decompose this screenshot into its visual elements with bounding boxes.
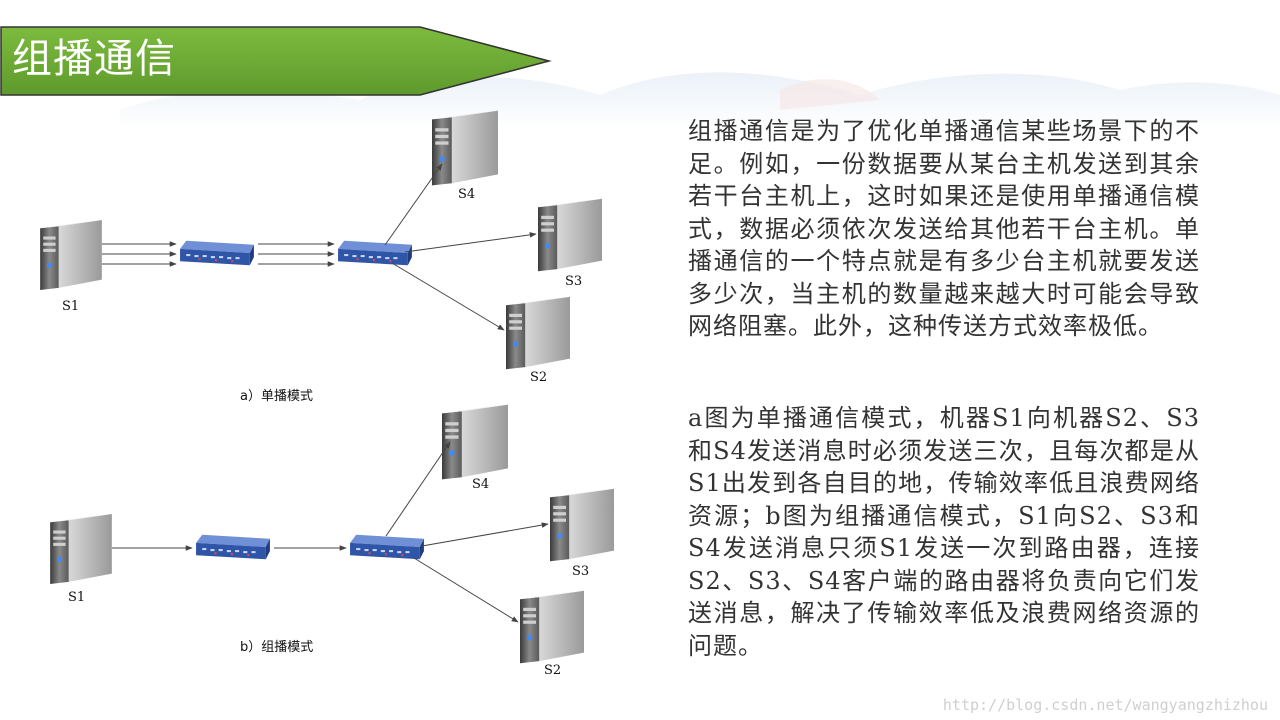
caption-b: b）组播模式 bbox=[240, 640, 313, 655]
router-2-icon bbox=[338, 240, 412, 266]
label-s3: S3 bbox=[572, 564, 589, 579]
server-s4-icon bbox=[432, 110, 498, 186]
multicast-diagram: S1 S4 S3 S2 b）组播模式 bbox=[50, 404, 614, 678]
page-title: 组播通信 bbox=[12, 36, 176, 82]
router-1-icon bbox=[196, 534, 270, 560]
multicast-arrow bbox=[385, 441, 451, 537]
label-s1: S1 bbox=[68, 590, 85, 605]
server-s1-icon bbox=[40, 220, 102, 290]
label-s4: S4 bbox=[472, 477, 489, 492]
server-s3-icon bbox=[538, 198, 602, 272]
network-diagram: S1 S4 S3 S2 a）单播模式 S1 S4 S3 S2 b）组播模式 bbox=[40, 110, 614, 678]
router-2-icon bbox=[350, 534, 424, 560]
unicast-arrow bbox=[391, 262, 505, 331]
watermark-url: http://blog.csdn.net/wangyangzhizhou bbox=[942, 696, 1268, 714]
unicast-diagram: S1 S4 S3 S2 a）单播模式 bbox=[40, 110, 602, 404]
server-s2-icon bbox=[520, 590, 584, 664]
explanation-paragraph: a图为单播通信模式，机器S1向机器S2、S3和S4发送消息时必须发送三次，且每次… bbox=[688, 404, 1200, 660]
caption-a: a）单播模式 bbox=[240, 389, 313, 404]
server-s3-icon bbox=[550, 488, 614, 562]
label-s2: S2 bbox=[530, 370, 547, 385]
label-s1: S1 bbox=[62, 299, 79, 314]
label-s4: S4 bbox=[458, 187, 475, 202]
label-s3: S3 bbox=[565, 274, 582, 289]
intro-paragraph: 组播通信是为了优化单播通信某些场景下的不足。例如，一份数据要从某台主机发送到其余… bbox=[688, 117, 1200, 340]
label-s2: S2 bbox=[544, 663, 561, 678]
router-1-icon bbox=[180, 240, 254, 266]
server-s1-icon bbox=[50, 514, 112, 584]
unicast-arrow bbox=[404, 232, 537, 253]
title-banner bbox=[0, 26, 552, 96]
multicast-arrow bbox=[421, 522, 549, 547]
server-s2-icon bbox=[506, 296, 570, 370]
unicast-arrow bbox=[384, 163, 443, 246]
multicast-arrow bbox=[413, 557, 519, 623]
server-s4-icon bbox=[442, 404, 508, 480]
